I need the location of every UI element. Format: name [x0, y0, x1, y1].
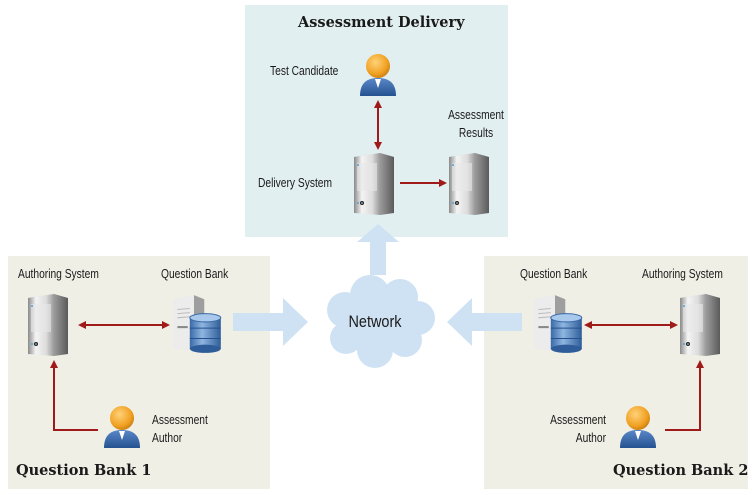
bank2-question-bank-label: Question Bank — [520, 267, 588, 281]
network-to-delivery-arrow — [357, 224, 399, 275]
question-bank-2-title: Question Bank 2 — [613, 462, 749, 479]
bank2-author-authoring-connector — [665, 360, 704, 431]
bank2-authoring-system-label: Authoring System — [642, 267, 723, 281]
assessment-delivery-title: Assessment Delivery — [298, 14, 465, 31]
test-candidate-label: Test Candidate — [270, 64, 339, 78]
test-candidate-person-icon — [358, 52, 398, 98]
bank1-author-label-line2: Author — [152, 431, 183, 445]
bank1-question-bank-database-icon — [166, 293, 226, 355]
bank1-author-label-line1: Assessment — [152, 413, 208, 427]
bank1-author-authoring-connector — [50, 360, 98, 431]
bank2-assessment-author-person-icon — [618, 404, 658, 450]
bank1-authoring-system-label: Authoring System — [18, 267, 99, 281]
delivery-system-server-icon — [352, 151, 396, 217]
assessment-results-label-line1: Assessment — [448, 108, 504, 122]
bank1-to-network-arrow — [233, 298, 308, 346]
bank1-question-bank-label: Question Bank — [161, 267, 229, 281]
bank1-authoring-system-server-icon — [26, 292, 70, 358]
bank2-authoring-system-server-icon — [678, 292, 722, 358]
bank2-author-label-line1: Assessment — [550, 413, 606, 427]
network-cloud-icon — [327, 275, 435, 368]
delivery-system-label: Delivery System — [258, 176, 333, 190]
assessment-results-label-line2: Results — [458, 126, 494, 140]
bank2-author-label-line2: Author — [575, 431, 606, 445]
question-bank-1-title: Question Bank 1 — [16, 462, 152, 479]
network-label: Network — [348, 312, 402, 331]
assessment-results-server-icon — [447, 151, 491, 217]
bank2-to-network-arrow — [447, 298, 522, 346]
bank2-question-bank-database-icon — [527, 293, 587, 355]
bank1-assessment-author-person-icon — [102, 404, 142, 450]
